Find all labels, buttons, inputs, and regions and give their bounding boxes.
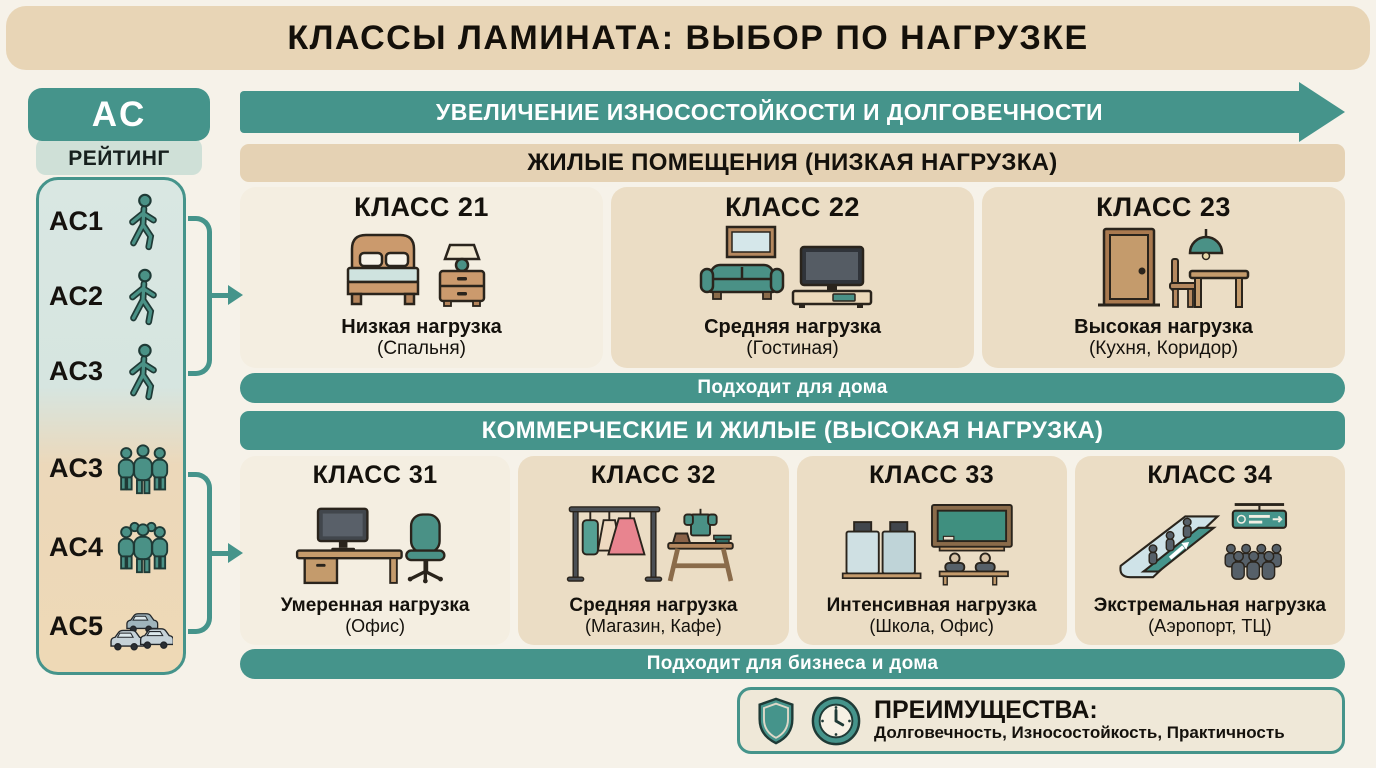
walking-person-icon (113, 343, 173, 401)
ac-rating-label: РЕЙТИНГ (36, 138, 202, 175)
card-title: КЛАСС 33 (869, 461, 995, 489)
section-residential-header: ЖИЛЫЕ ПОМЕЩЕНИЯ (НИЗКАЯ НАГРУЗКА) (240, 144, 1345, 182)
walking-person-icon (113, 268, 173, 326)
title-band: КЛАССЫ ЛАМИНАТА: ВЫБОР ПО НАГРУЗКЕ (6, 6, 1370, 70)
durability-arrow-banner: УВЕЛИЧЕНИЕ ИЗНОСОСТОЙКОСТИ И ДОЛГОВЕЧНОС… (240, 82, 1345, 142)
card-title: КЛАСС 23 (1096, 192, 1231, 222)
card-title: КЛАСС 34 (1147, 461, 1273, 489)
rating-row-ac3: AC3 (39, 334, 183, 409)
connector-arrow-icon (209, 543, 243, 563)
living-room-icon (611, 223, 974, 316)
residential-footer-bar: Подходит для дома (240, 373, 1345, 403)
card-class-32: КЛАСС 32 (518, 456, 789, 645)
card-load-label: Высокая нагрузка (1074, 315, 1253, 338)
card-rooms-label: (Спальня) (377, 338, 466, 360)
rating-row-label: AC3 (49, 356, 104, 386)
bedroom-icon (240, 223, 603, 316)
card-load-label: Средняя нагрузка (704, 315, 881, 338)
benefits-items: Долговечность, Износостойкость, Практичн… (874, 723, 1285, 743)
people-group-icon (113, 442, 173, 496)
school-office-icon (797, 490, 1067, 595)
benefits-title: ПРЕИМУЩЕСТВА: (874, 696, 1098, 725)
card-rooms-label: (Офис) (345, 616, 406, 637)
ac-rating-badge: AC (28, 88, 210, 141)
card-title: КЛАСС 31 (312, 461, 438, 489)
card-rooms-label: (Гостиная) (746, 338, 839, 360)
rating-row-label: AC4 (49, 532, 104, 562)
benefits-text: ПРЕИМУЩЕСТВА: Долговечность, Износостойк… (874, 697, 1285, 744)
content-column: УВЕЛИЧЕНИЕ ИЗНОСОСТОЙКОСТИ И ДОЛГОВЕЧНОС… (240, 0, 1345, 768)
shop-cafe-icon (518, 490, 788, 595)
card-rooms-label: (Аэропорт, ТЦ) (1148, 616, 1272, 637)
rating-row-ac3-commercial: AC3 (39, 429, 183, 508)
card-class-33: КЛАСС 33 (796, 456, 1067, 645)
airport-mall-icon (1075, 490, 1345, 595)
residential-cards-row: КЛАСС 21 (240, 187, 1345, 368)
card-rooms-label: (Кухня, Коридор) (1088, 338, 1239, 360)
section-commercial-header: КОММЕРЧЕСКИЕ И ЖИЛЫЕ (ВЫСОКАЯ НАГРУЗКА) (240, 411, 1345, 450)
card-title: КЛАСС 32 (590, 461, 716, 489)
commercial-footer-bar: Подходит для бизнеса и дома (240, 649, 1345, 679)
card-class-23: КЛАСС 23 (982, 187, 1345, 368)
card-load-label: Средняя нагрузка (569, 595, 738, 617)
rating-row-ac4: AC4 (39, 508, 183, 587)
card-load-label: Экстремальная нагрузка (1093, 595, 1326, 617)
office-icon (240, 490, 510, 595)
walking-person-icon (113, 193, 173, 251)
card-load-label: Интенсивная нагрузка (826, 595, 1037, 617)
ac-rating-panel: AC1 AC2 AC3 (36, 177, 186, 675)
card-title: КЛАСС 21 (354, 192, 489, 222)
card-rooms-label: (Школа, Офис) (869, 616, 994, 637)
shield-icon (754, 696, 798, 746)
card-load-label: Низкая нагрузка (341, 315, 502, 338)
durability-arrow-label: УВЕЛИЧЕНИЕ ИЗНОСОСТОЙКОСТИ И ДОЛГОВЕЧНОС… (240, 91, 1299, 133)
card-rooms-label: (Магазин, Кафе) (585, 616, 722, 637)
commercial-cards-row: КЛАСС 31 (240, 456, 1345, 645)
card-class-34: КЛАСС 34 (1074, 456, 1345, 645)
card-load-label: Умеренная нагрузка (280, 595, 470, 617)
card-title: КЛАСС 22 (725, 192, 860, 222)
rating-row-ac1: AC1 (39, 184, 183, 259)
card-class-21: КЛАСС 21 (240, 187, 603, 368)
rating-gradient-spacer (39, 409, 183, 429)
kitchen-corridor-icon (982, 223, 1345, 316)
rating-row-ac2: AC2 (39, 259, 183, 334)
rating-row-label: AC2 (49, 281, 104, 311)
card-class-31: КЛАСС 31 (240, 456, 511, 645)
clock-icon (810, 695, 862, 747)
people-crowd-icon (113, 521, 173, 575)
ac-rating-badge-label: AC (91, 94, 147, 134)
rating-row-ac5: AC5 (39, 587, 183, 666)
connector-arrow-icon (209, 285, 243, 305)
rating-row-label: AC1 (49, 206, 104, 236)
card-class-22: КЛАСС 22 (611, 187, 974, 368)
benefits-box: ПРЕИМУЩЕСТВА: Долговечность, Износостойк… (737, 687, 1345, 754)
cars-traffic-icon (109, 601, 173, 653)
rating-row-label: AC5 (49, 611, 104, 641)
page-title: КЛАССЫ ЛАМИНАТА: ВЫБОР ПО НАГРУЗКЕ (287, 18, 1089, 57)
flow-arrow-icon (1299, 82, 1345, 142)
rating-row-label: AC3 (49, 453, 104, 483)
